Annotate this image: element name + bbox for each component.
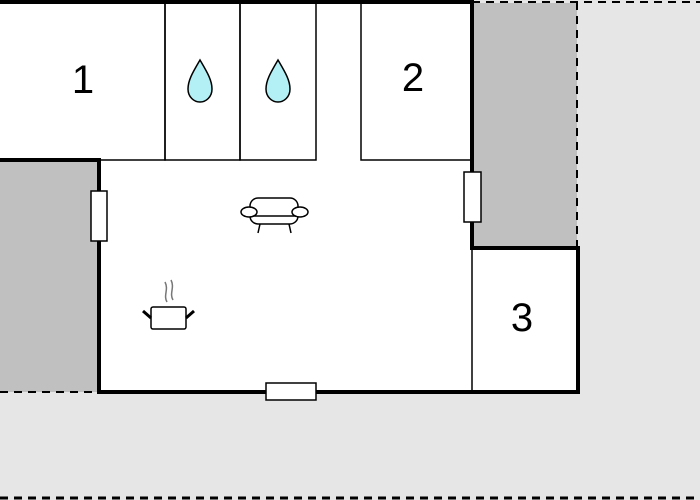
window-right bbox=[463, 171, 482, 223]
armchair-icon bbox=[240, 197, 309, 234]
living-room bbox=[99, 158, 472, 392]
terrace-left bbox=[0, 160, 99, 392]
top-rooms-interior bbox=[0, 2, 472, 160]
water-drop-icon bbox=[265, 58, 291, 103]
room-3-area bbox=[472, 248, 578, 392]
terrace-right bbox=[473, 3, 577, 248]
room-1-label: 1 bbox=[72, 58, 94, 102]
cooking-pot-icon bbox=[142, 279, 195, 330]
room-2-label: 2 bbox=[402, 56, 424, 100]
window-bottom bbox=[265, 382, 317, 401]
room-3-label: 3 bbox=[511, 296, 533, 340]
window-left bbox=[90, 190, 108, 242]
water-drop-icon bbox=[187, 58, 213, 103]
